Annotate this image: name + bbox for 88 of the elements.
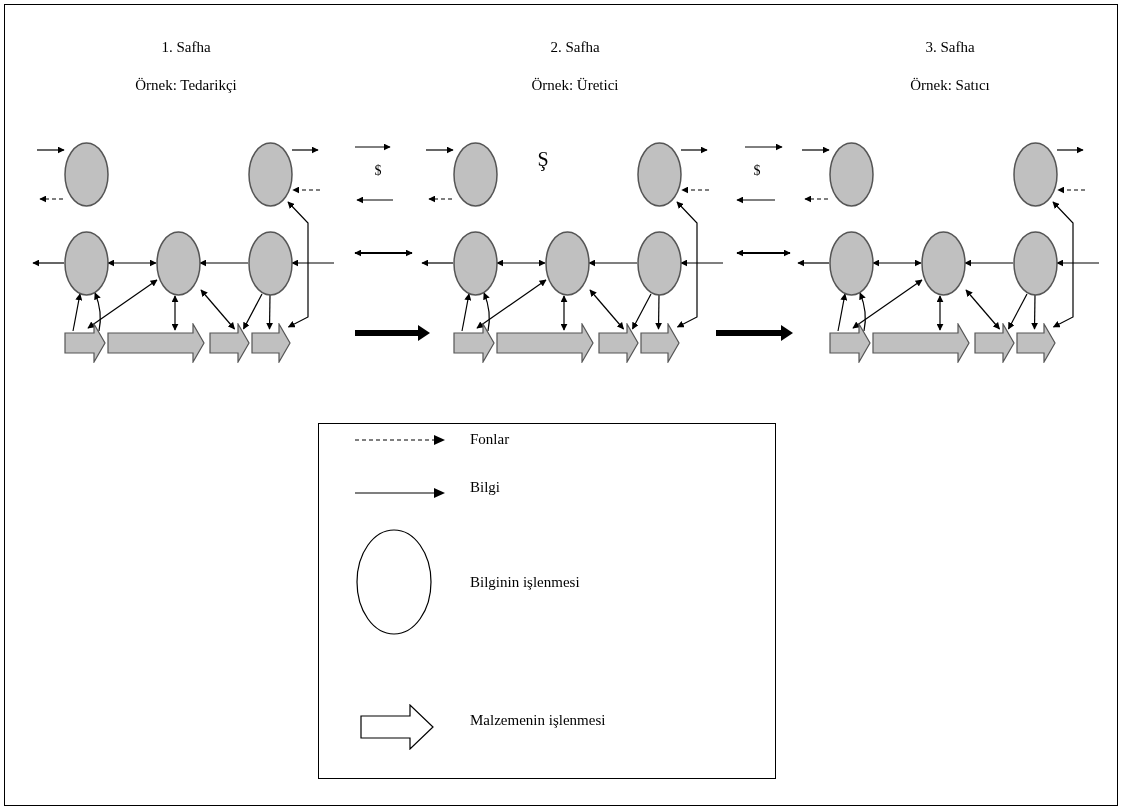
arrow [680, 259, 724, 267]
arrow [421, 259, 454, 267]
arrow [676, 201, 698, 328]
arrow [872, 259, 922, 267]
dashed-arrow [292, 186, 321, 194]
arrow [859, 292, 866, 332]
arrow [287, 201, 309, 328]
currency-symbol: Ş [537, 147, 549, 173]
process-circle [544, 230, 590, 296]
stage-title: 3. Safha [925, 38, 975, 57]
process-circle [828, 141, 874, 207]
legend-text: Bilginin işlenmesi [470, 573, 580, 592]
process-step [872, 323, 970, 363]
stage-title: 1. Safha [161, 38, 211, 57]
currency-symbol: $ [753, 162, 761, 180]
dashed-arrow [39, 195, 64, 203]
stage-title: 2. Safha [550, 38, 600, 57]
arrow [483, 292, 490, 332]
process-step [1015, 323, 1056, 363]
arrow [107, 259, 157, 267]
arrow [1007, 293, 1028, 330]
arrow [936, 295, 944, 331]
process-step [829, 323, 871, 363]
arrow [1056, 146, 1084, 154]
legend-text: Malzemenin işlenmesi [470, 711, 606, 730]
process-circle [63, 230, 109, 296]
process-circle [155, 230, 201, 296]
arrow [87, 279, 158, 329]
arrow [199, 259, 249, 267]
arrow [94, 292, 101, 332]
arrow [425, 146, 454, 154]
process-step [64, 323, 106, 363]
arrow [461, 293, 472, 332]
arrow [837, 293, 848, 332]
process-circle [63, 141, 109, 207]
legend-text: Fonlar [470, 430, 510, 449]
arrow [242, 293, 263, 330]
process-circle [920, 230, 966, 296]
process-step [209, 323, 250, 363]
dashed-arrow [804, 195, 829, 203]
arrow [36, 146, 65, 154]
stage-example: Örnek: Üretici [531, 76, 619, 95]
arrow [589, 289, 625, 330]
process-step [974, 323, 1015, 363]
arrow [496, 259, 546, 267]
process-step [250, 323, 291, 363]
process-circle [636, 141, 682, 207]
arrow [200, 289, 236, 330]
arrow [72, 293, 83, 332]
arrow [852, 279, 923, 329]
dashed-arrow [428, 195, 453, 203]
arrow [1052, 201, 1074, 328]
stage-example: Örnek: Satıcı [910, 76, 990, 95]
stage-example: Örnek: Tedarikçi [135, 76, 237, 95]
process-circle [828, 230, 874, 296]
arrow [291, 259, 335, 267]
process-step [598, 323, 639, 363]
arrow [797, 259, 830, 267]
process-circle [247, 141, 293, 207]
arrow [171, 295, 179, 331]
arrow [631, 293, 652, 330]
process-circle [1012, 141, 1058, 207]
process-step [639, 323, 680, 363]
dashed-arrow [1057, 186, 1086, 194]
dashed-arrow [681, 186, 710, 194]
arrow [32, 259, 65, 267]
arrow [964, 259, 1014, 267]
arrow [560, 295, 568, 331]
legend-text: Bilgi [470, 478, 500, 497]
process-step [496, 323, 594, 363]
arrow [680, 146, 708, 154]
arrow [1056, 259, 1100, 267]
arrow [476, 279, 547, 329]
process-circle [452, 141, 498, 207]
process-circle [636, 230, 682, 296]
arrow [1031, 294, 1039, 330]
arrow [291, 146, 319, 154]
arrow [655, 294, 663, 330]
process-step [107, 323, 205, 363]
arrow [266, 294, 274, 330]
process-circle [1012, 230, 1058, 296]
process-step [453, 323, 495, 363]
process-circle [247, 230, 293, 296]
currency-symbol: $ [374, 162, 382, 180]
arrow [801, 146, 830, 154]
arrow [965, 289, 1001, 330]
arrow [588, 259, 638, 267]
process-circle [452, 230, 498, 296]
